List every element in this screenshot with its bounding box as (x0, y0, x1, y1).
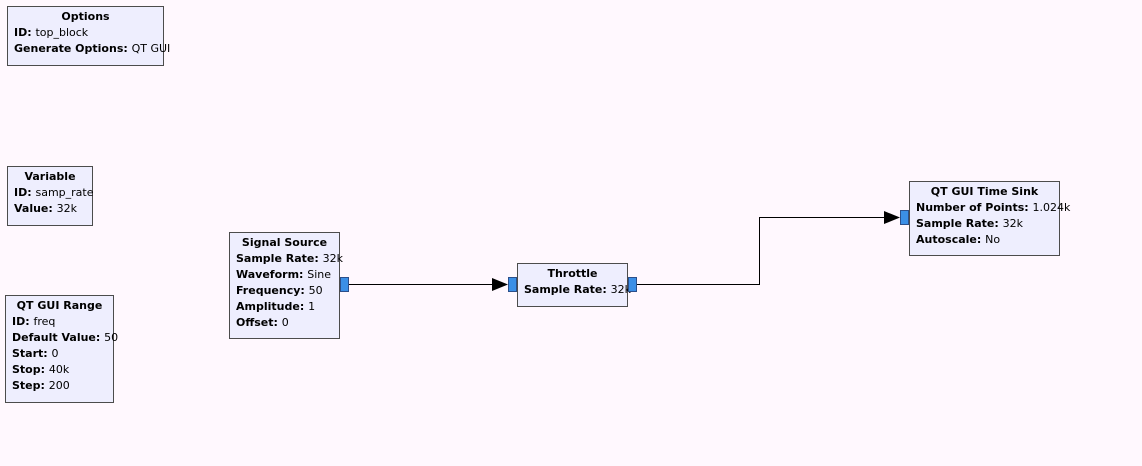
param-key: Default Value (12, 331, 96, 344)
qt-gui-range-block[interactable]: QT GUI Range ID: freq Default Value: 50 … (5, 295, 119, 403)
param-value: top_block (35, 26, 89, 39)
param-value: 50 (308, 284, 323, 297)
block-param: Default Value: 50 (12, 331, 119, 344)
param-key: ID (12, 315, 26, 328)
block-param: Frequency: 50 (236, 284, 323, 297)
block-param: ID: samp_rate (14, 186, 94, 199)
param-key: Offset (236, 316, 274, 329)
throttle-block[interactable]: Throttle Sample Rate: 32k (517, 263, 631, 307)
param-key: Autoscale (916, 233, 977, 246)
block-title: QT GUI Range (16, 299, 103, 312)
block-title: Signal Source (241, 236, 328, 249)
block-param: Value: 32k (14, 202, 78, 215)
param-value: samp_rate (35, 186, 94, 199)
param-value: 1 (308, 300, 316, 313)
block-param: Stop: 40k (12, 363, 70, 376)
param-key: Amplitude (236, 300, 300, 313)
block-title: Throttle (547, 267, 598, 280)
signal-source-block[interactable]: Signal Source Sample Rate: 32k Waveform:… (229, 232, 343, 339)
wire-signal-source-to-throttle[interactable] (349, 278, 508, 291)
block-param: Offset: 0 (236, 316, 289, 329)
param-key: Sample Rate (524, 283, 603, 296)
qt-gui-time-sink-block[interactable]: QT GUI Time Sink Number of Points: 1.024… (909, 181, 1071, 256)
wire-throttle-to-time-sink[interactable] (637, 211, 900, 285)
param-key: Sample Rate (916, 217, 995, 230)
param-value: Sine (307, 268, 332, 281)
block-param: Sample Rate: 32k (916, 217, 1023, 230)
param-value: 32k (610, 283, 631, 296)
block-param: Number of Points: 1.024k (916, 201, 1071, 214)
variable-block[interactable]: Variable ID: samp_rate Value: 32k (7, 166, 93, 226)
param-value: 32k (1002, 217, 1023, 230)
block-param: Step: 200 (12, 379, 70, 392)
block-param: Start: 0 (12, 347, 59, 360)
param-key: Stop (12, 363, 41, 376)
throttle-in-port[interactable] (508, 277, 517, 292)
block-param: ID: top_block (14, 26, 89, 39)
param-key: Number of Points (916, 201, 1025, 214)
block-param: Sample Rate: 32k (236, 252, 343, 265)
block-param: Waveform: Sine (236, 268, 332, 281)
param-value: QT GUI (131, 42, 171, 55)
block-param: Sample Rate: 32k (524, 283, 631, 296)
block-title: Variable (24, 170, 76, 183)
param-value: 50 (104, 331, 119, 344)
param-value: 1.024k (1032, 201, 1071, 214)
block-param: Generate Options: QT GUI (14, 42, 171, 55)
param-value: freq (33, 315, 56, 328)
param-value: 40k (48, 363, 70, 376)
param-value: 200 (48, 379, 70, 392)
param-key: Value (14, 202, 49, 215)
block-title: Options (61, 10, 110, 23)
param-value: No (985, 233, 1001, 246)
block-param: ID: freq (12, 315, 56, 328)
throttle-out-port[interactable] (628, 277, 637, 292)
param-key: Start (12, 347, 44, 360)
param-value: 0 (281, 316, 289, 329)
param-value: 0 (51, 347, 59, 360)
param-key: Waveform (236, 268, 300, 281)
arrowhead-icon (492, 278, 508, 291)
block-param: Amplitude: 1 (236, 300, 316, 313)
time-sink-in-port[interactable] (900, 210, 909, 225)
param-value: 32k (322, 252, 343, 265)
param-key: Sample Rate (236, 252, 315, 265)
param-key: Step (12, 379, 41, 392)
signal-source-out-port[interactable] (340, 277, 349, 292)
param-key: ID (14, 186, 28, 199)
block-param: Autoscale: No (916, 233, 1001, 246)
arrowhead-icon (884, 211, 900, 224)
param-value: 32k (56, 202, 78, 215)
param-key: Generate Options (14, 42, 124, 55)
param-key: ID (14, 26, 28, 39)
param-key: Frequency (236, 284, 301, 297)
options-block[interactable]: Options ID: top_block Generate Options: … (7, 6, 171, 66)
block-title: QT GUI Time Sink (930, 185, 1039, 198)
